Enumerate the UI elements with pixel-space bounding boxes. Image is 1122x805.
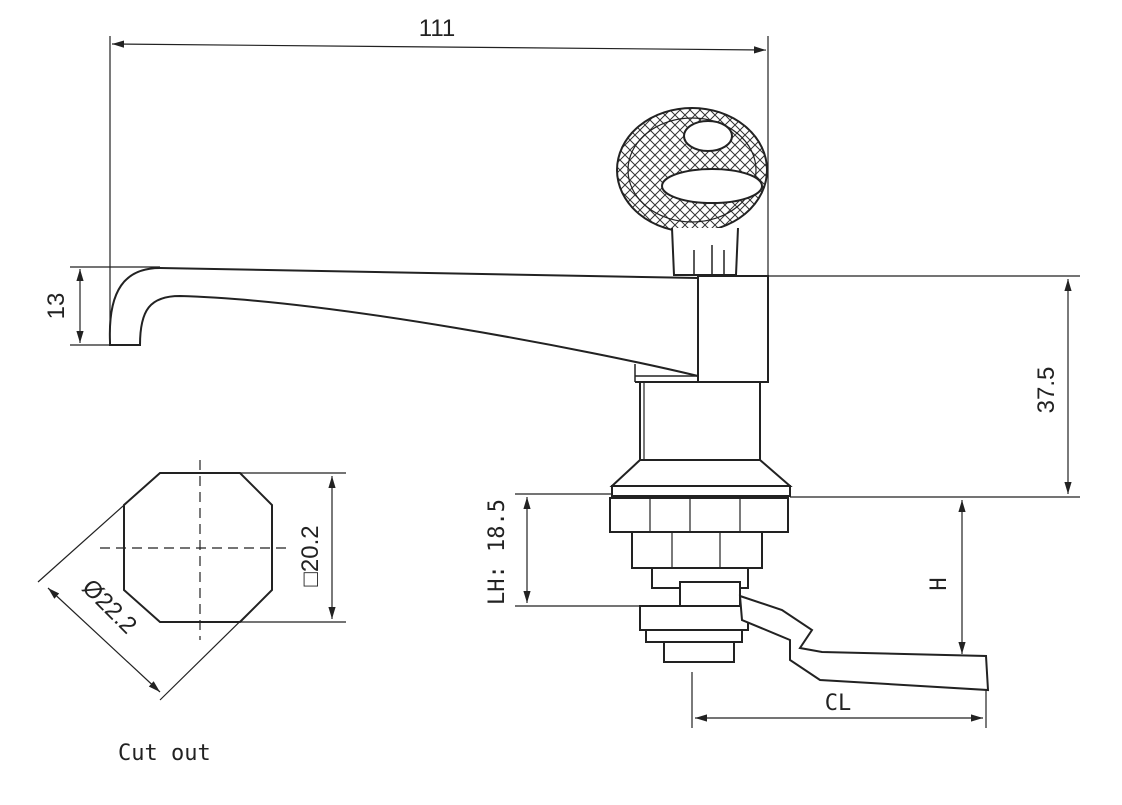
dim-h-label: H [927, 577, 952, 590]
dimension-13: 13 [43, 266, 160, 346]
cutout-profile: □20.2 Ø22.2 [37, 460, 346, 701]
key [616, 107, 768, 276]
dimension-37-5: 37.5 [768, 275, 1080, 498]
dim-13-label: 13 [43, 293, 70, 320]
dimension-lh: LH: 18.5 [485, 493, 640, 607]
cam [738, 594, 990, 692]
dimension-111: 111 [109, 15, 769, 342]
lock-body [609, 381, 793, 663]
dimension-h: H [927, 500, 966, 654]
dimension-cl: CL [691, 672, 987, 728]
dim-37-5-label: 37.5 [1033, 367, 1060, 414]
lever-handle [108, 266, 769, 383]
dim-square-label: □20.2 [297, 525, 324, 586]
cutout-caption: Cut out [118, 741, 211, 766]
dim-111-label: 111 [419, 15, 455, 42]
dim-lh-label: LH: 18.5 [485, 499, 510, 605]
dim-cl-label: CL [825, 691, 852, 716]
